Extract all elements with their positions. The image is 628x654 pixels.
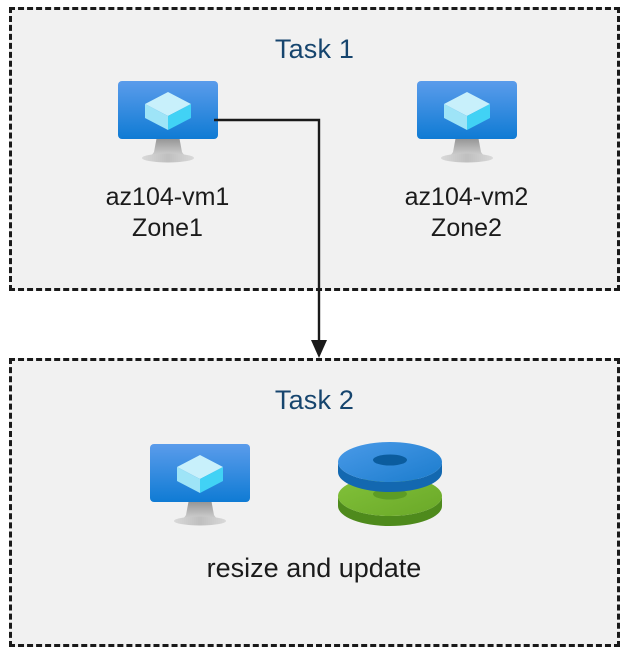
managed-disks-group[interactable] (330, 440, 450, 535)
virtual-machine-icon (412, 78, 522, 166)
vm-node-az104-vm2[interactable]: az104-vm2 Zone2 (345, 78, 588, 243)
vm-label-az104-vm1: az104-vm1 Zone1 (105, 183, 230, 242)
task-1-title: Task 1 (274, 34, 355, 64)
vm-node-az104-vm1[interactable]: az104-vm1 Zone1 (46, 78, 289, 243)
vm-label-az104-vm2: az104-vm2 Zone2 (404, 183, 529, 242)
task-2-caption: resize and update (206, 553, 422, 583)
task-2-container: Task 2 (9, 358, 620, 647)
virtual-machine-icon (113, 78, 223, 166)
blue-disk (338, 442, 442, 492)
vm-node-task2[interactable] (100, 441, 300, 545)
task-2-title: Task 2 (274, 385, 355, 415)
virtual-machine-icon (145, 441, 255, 529)
arrow-head-icon (311, 340, 327, 358)
